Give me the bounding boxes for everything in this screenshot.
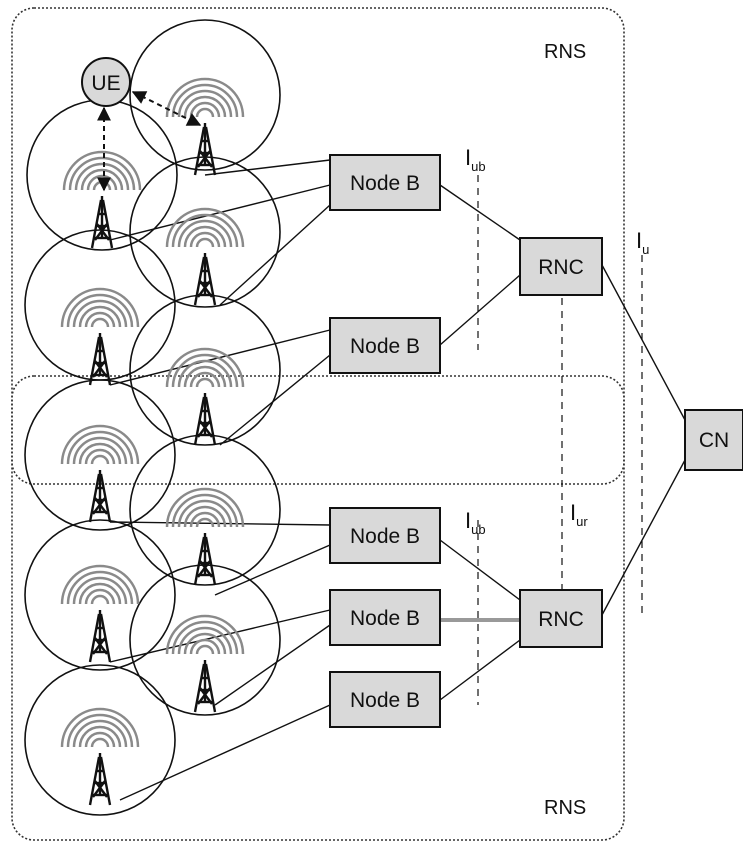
cell-circle: [24, 519, 176, 671]
link-line: [204, 159, 331, 176]
antenna-tower-icon: [165, 77, 245, 177]
antenna-tower-icon: [165, 347, 245, 447]
link-line: [219, 354, 331, 446]
antenna-towers: [60, 77, 245, 807]
ue-terminal: UE: [81, 57, 202, 192]
node-b-4: Node B: [329, 589, 441, 646]
link-line: [109, 609, 331, 663]
node-b-label: Node B: [350, 172, 420, 195]
antenna-tower-icon: [60, 287, 140, 387]
cn-box: CN: [684, 409, 743, 471]
link-line: [119, 704, 331, 801]
tower-nodeb-links: [109, 159, 331, 801]
ue-label: UE: [91, 72, 120, 95]
node-b-1: Node B: [329, 154, 441, 211]
rns-label-top: RNS: [544, 41, 586, 63]
node-b-label: Node B: [350, 689, 420, 712]
rnc-label: RNC: [538, 256, 584, 279]
cn-label: CN: [699, 429, 729, 452]
link-line: [214, 544, 331, 596]
node-b-label: Node B: [350, 335, 420, 358]
cell-circle: [129, 19, 281, 171]
node-b-3: Node B: [329, 507, 441, 564]
node-b-2: Node B: [329, 317, 441, 374]
node-b-label: Node B: [350, 607, 420, 630]
rns-label-bottom: RNS: [544, 797, 586, 819]
rnc-label: RNC: [538, 608, 584, 631]
antenna-tower-icon: [60, 707, 140, 807]
rnc-1: RNC: [519, 237, 603, 296]
antenna-tower-icon: [60, 564, 140, 664]
iu-label: Iu: [636, 228, 649, 257]
cell-circle: [24, 664, 176, 816]
iub-bottom-label: Iub: [465, 508, 486, 537]
antenna-tower-icon: [60, 424, 140, 524]
link-line: [109, 521, 331, 526]
rns-frame-top: [11, 7, 625, 485]
node-b-label: Node B: [350, 525, 420, 548]
interface-dashed-lines: [477, 175, 643, 705]
cell-circle: [24, 379, 176, 531]
ue-link-arrow: [131, 91, 202, 126]
node-b-5: Node B: [329, 671, 441, 728]
iur-label: Iur: [570, 500, 588, 529]
rns-frame-bottom: [11, 375, 625, 841]
link-line: [219, 204, 331, 306]
cell-coverage-circles: [24, 19, 281, 816]
rnc-2: RNC: [519, 589, 603, 648]
core-links: [439, 184, 686, 701]
antenna-tower-icon: [165, 614, 245, 714]
iub-top-label: Iub: [465, 145, 486, 174]
link-line: [214, 624, 331, 706]
